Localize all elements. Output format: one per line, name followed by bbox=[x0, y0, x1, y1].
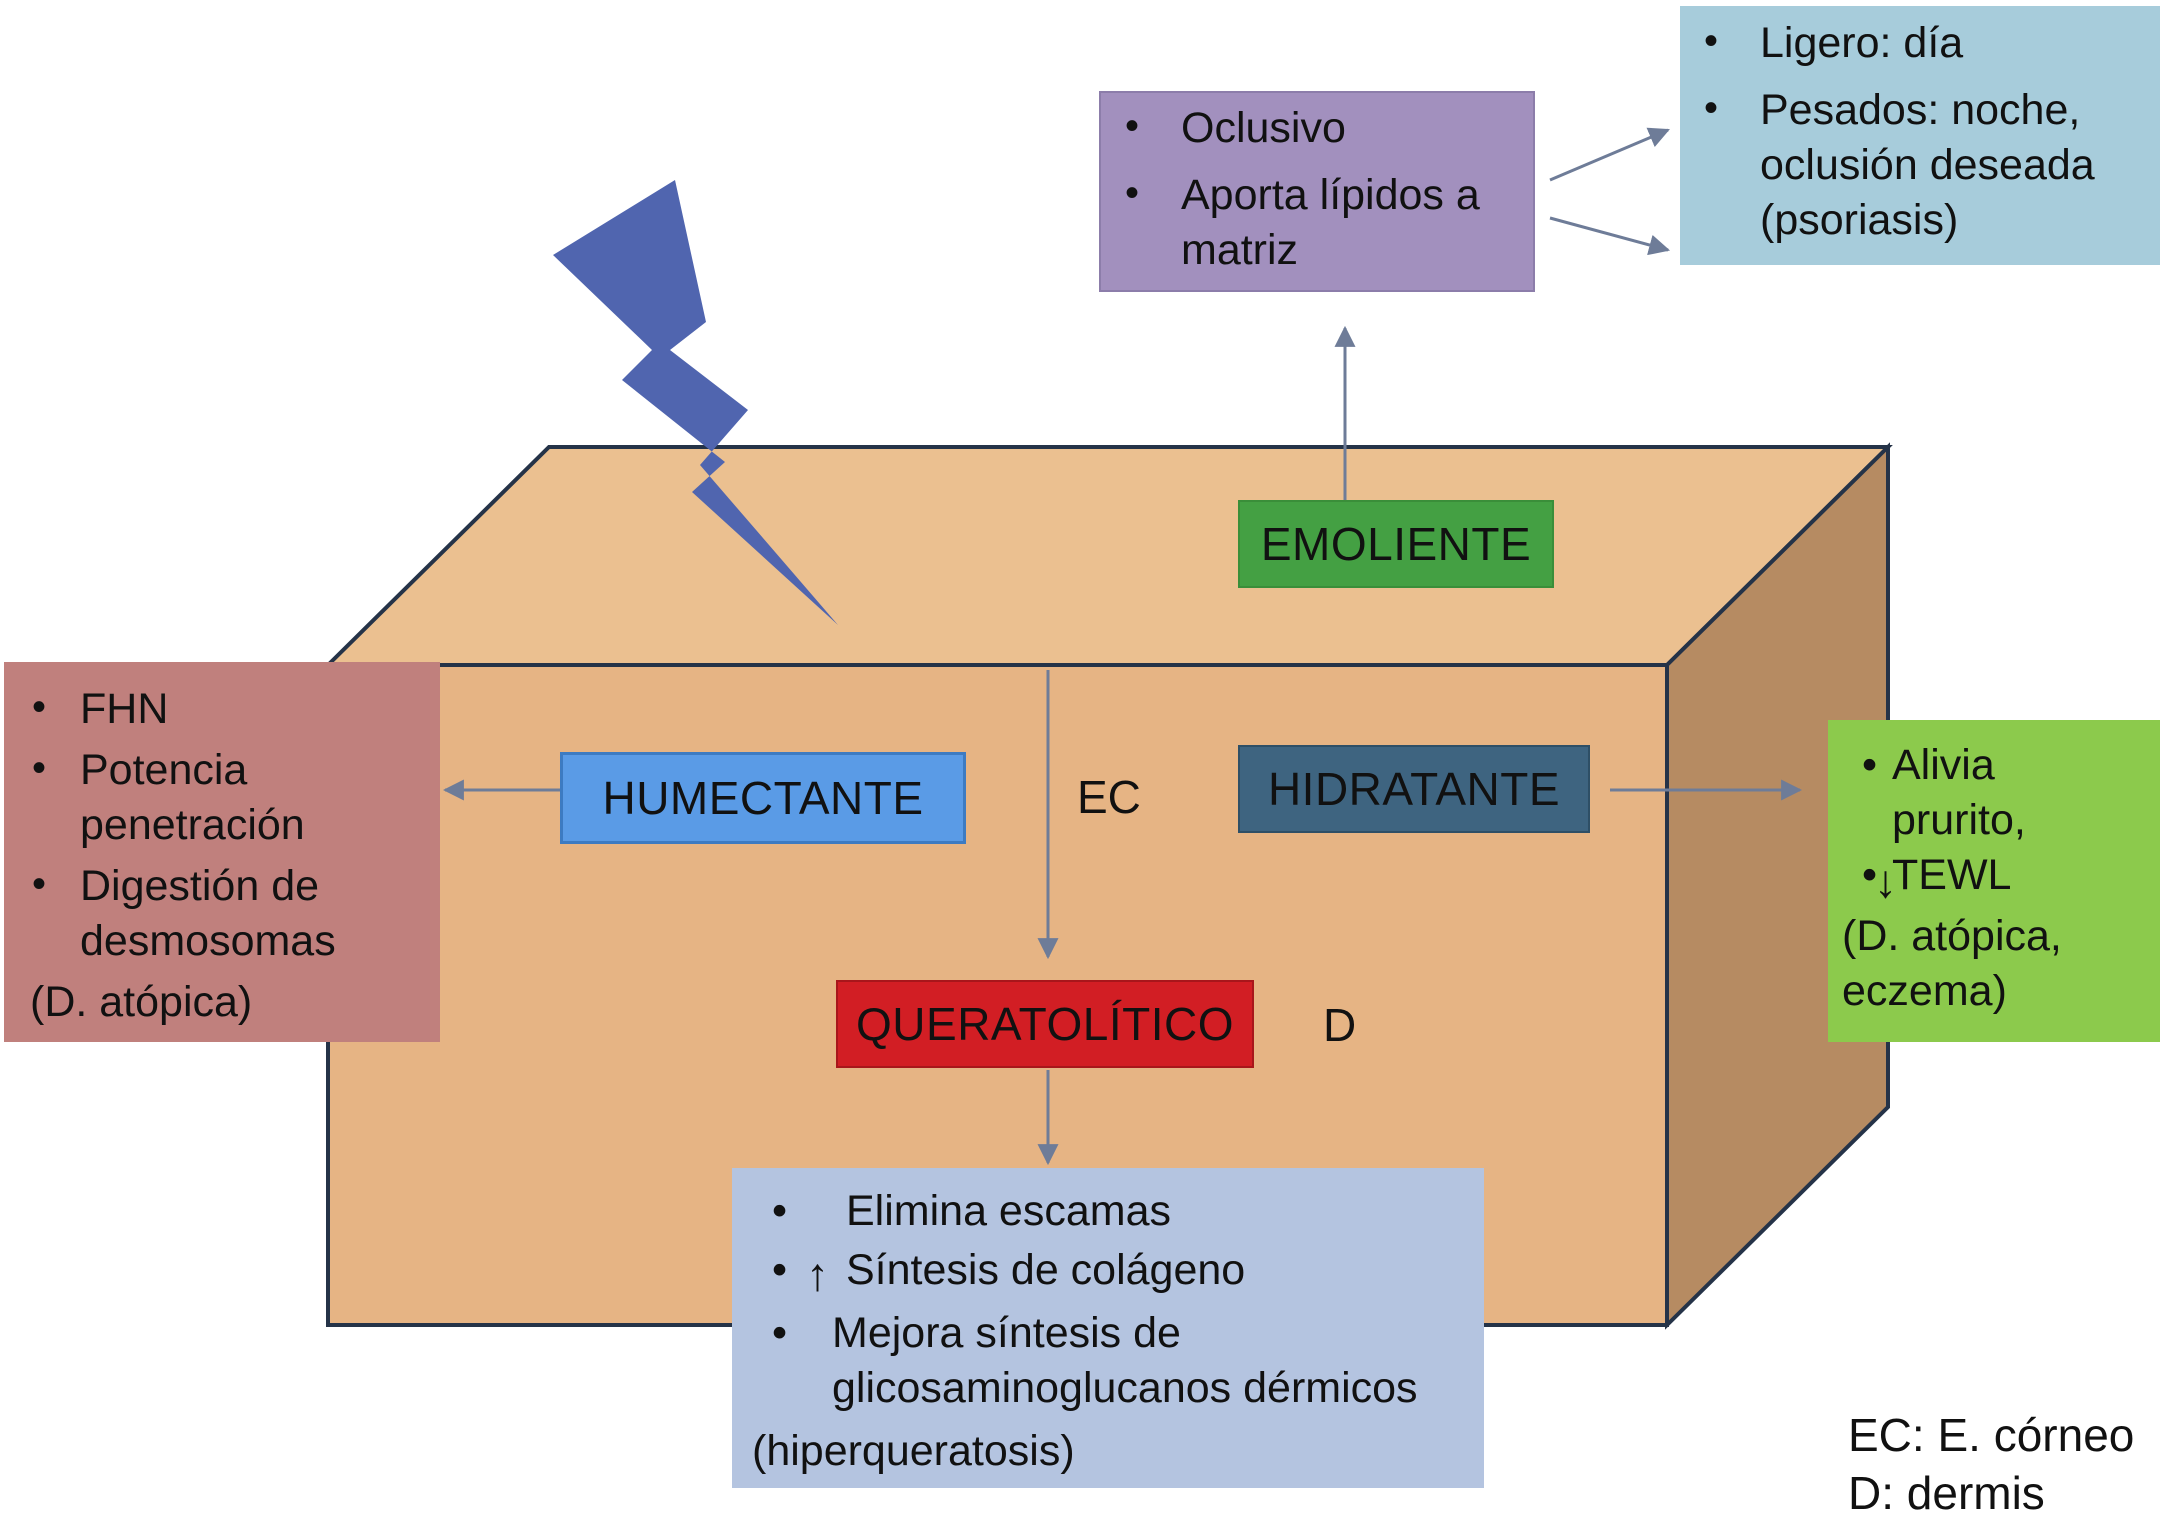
hidratante-note: (D. atópica, eczema) bbox=[1842, 912, 2062, 1016]
bullet-icon: • bbox=[1704, 86, 1719, 131]
hidratante-info-box: • Alivia prurito, • ↓ TEWL (D. atópica, … bbox=[1828, 720, 2160, 1042]
list-item: •FHN bbox=[10, 682, 430, 737]
list-item: • Mejora síntesis de glicosaminoglucanos… bbox=[752, 1306, 1474, 1416]
list-item: • Elimina escamas bbox=[752, 1184, 1474, 1239]
list-item: •Digestión de desmosomas bbox=[10, 859, 430, 969]
list-item: •Aporta lípidos a matriz bbox=[1111, 168, 1523, 278]
emoliente-info-box: •Oclusivo •Aporta lípidos a matriz bbox=[1099, 91, 1535, 292]
bullet-icon: • bbox=[32, 862, 47, 907]
bullet-icon: • bbox=[32, 746, 47, 791]
humectante-label: HUMECTANTE bbox=[560, 752, 966, 844]
queratolitico-label: QUERATOLÍTICO bbox=[836, 980, 1254, 1068]
d-label: D bbox=[1323, 999, 1357, 1051]
queratolitico-info-box: • Elimina escamas • ↑ Síntesis de coláge… bbox=[732, 1168, 1484, 1488]
list-item: • ↑ Síntesis de colágeno bbox=[752, 1243, 1474, 1300]
bullet-icon: • bbox=[772, 1309, 788, 1358]
box-top-face bbox=[323, 445, 1893, 667]
humectante-info-box: •FHN •Potencia penetración •Digestión de… bbox=[4, 662, 440, 1042]
list-item: •Oclusivo bbox=[1111, 101, 1523, 156]
bullet-icon: • bbox=[1862, 851, 1878, 900]
humectante-note: (D. atópica) bbox=[30, 978, 253, 1027]
queratolitico-note: (hiperqueratosis) bbox=[752, 1427, 1075, 1476]
legend-d: D: dermis bbox=[1848, 1467, 2045, 1519]
bullet-icon: • bbox=[1862, 741, 1878, 789]
bullet-icon: • bbox=[1704, 19, 1719, 63]
bullet-icon: • bbox=[772, 1187, 788, 1235]
list-item: •Potencia penetración bbox=[10, 743, 430, 853]
list-item: • ↓ TEWL bbox=[1842, 848, 2150, 907]
bullet-icon: • bbox=[1125, 171, 1140, 216]
bullet-icon: • bbox=[772, 1246, 788, 1295]
emoliente-usage-box: •Ligero: día •Pesados: noche, oclusión d… bbox=[1680, 6, 2160, 265]
emoliente-label: EMOLIENTE bbox=[1238, 500, 1554, 588]
list-item: • Alivia prurito, bbox=[1842, 738, 2150, 848]
list-item: •Ligero: día bbox=[1690, 16, 2150, 71]
legend-ec: EC: E. córneo bbox=[1848, 1409, 2135, 1461]
down-arrow-icon: ↓ bbox=[1874, 855, 1897, 908]
bullet-icon: • bbox=[32, 685, 47, 729]
arrow-to-pesados bbox=[1549, 216, 1671, 256]
hidratante-label: HIDRATANTE bbox=[1238, 745, 1590, 833]
ec-label: EC bbox=[1077, 771, 1141, 823]
up-arrow-icon: ↑ bbox=[806, 1248, 829, 1301]
bullet-icon: • bbox=[1125, 104, 1140, 148]
lightning-bolt-icon bbox=[553, 180, 838, 625]
list-item: •Pesados: noche, oclusión deseada (psori… bbox=[1690, 83, 2150, 248]
arrow-to-ligero bbox=[1549, 127, 1670, 182]
